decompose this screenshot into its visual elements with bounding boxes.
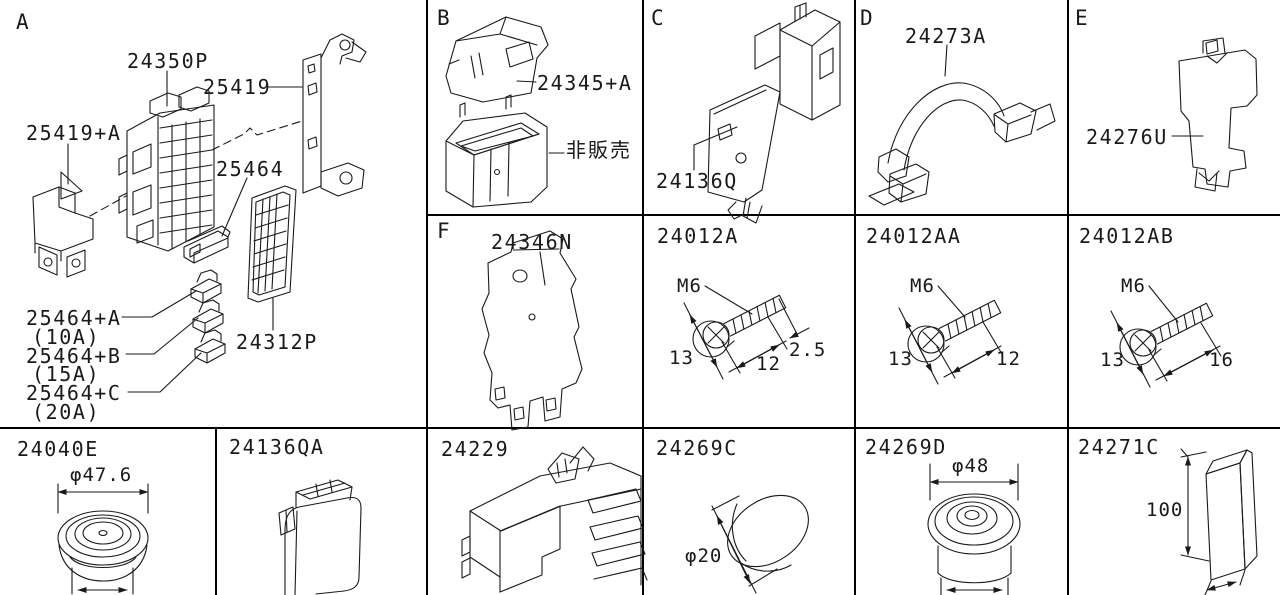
thread-size-label: M6 (910, 275, 935, 297)
part-label-24136qa[interactable]: 24136QA (229, 435, 325, 459)
bolt-24012aa-drawing (899, 286, 1002, 384)
amp-label-20a: (20A) (32, 400, 101, 424)
pad-24271c-drawing (1181, 449, 1257, 595)
part-label-24229[interactable]: 24229 (441, 437, 510, 461)
part-label-24271c[interactable]: 24271C (1078, 435, 1160, 459)
not-sold-label: 非販売 (566, 138, 632, 162)
bracket-25419-drawing (303, 34, 366, 196)
bracket-24229-drawing (462, 447, 647, 592)
part-label-24012ab[interactable]: 24012AB (1079, 224, 1175, 248)
section-c-drawing (694, 3, 840, 223)
part-label-25464[interactable]: 25464 (216, 157, 285, 181)
part-label-25464c[interactable]: 25464+C (26, 381, 122, 405)
section-label-a: A (16, 10, 30, 34)
part-label-25464a[interactable]: 25464+A (26, 306, 122, 330)
thread-size-label: M6 (1121, 275, 1146, 297)
section-label-c: C (651, 6, 665, 30)
part-label-24350p[interactable]: 24350P (127, 49, 209, 73)
part-label-24012aa[interactable]: 24012AA (866, 224, 962, 248)
section-label-d: D (860, 6, 874, 30)
dim-label-length: 12 (996, 348, 1021, 370)
fuse-cover-drawing (248, 186, 296, 302)
dim-label-diameter: φ48 (952, 455, 990, 477)
part-label-24345a[interactable]: 24345+A (537, 71, 633, 95)
thread-size-label: M6 (677, 275, 702, 297)
part-label-24269c[interactable]: 24269C (656, 436, 738, 460)
assembly-dashed-lines (90, 121, 302, 216)
section-label-e: E (1075, 6, 1089, 30)
dim-label-head: 13 (888, 348, 913, 370)
dim-label-head: 13 (1100, 349, 1125, 371)
cover-24136qa-drawing (279, 480, 361, 595)
section-e-drawing (1172, 38, 1257, 191)
part-label-24276u[interactable]: 24276U (1086, 125, 1168, 149)
dim-label-length: 12 (756, 353, 781, 375)
part-label-24273a[interactable]: 24273A (905, 24, 987, 48)
section-label-b: B (437, 6, 451, 30)
section-d-drawing (869, 45, 1055, 205)
grommet-24269d-drawing (928, 464, 1020, 595)
fuse-box-drawing (119, 87, 214, 251)
amp-label-10a: (10A) (32, 325, 101, 349)
bolt-24012ab-drawing (1111, 286, 1221, 387)
section-f-drawing (482, 231, 582, 430)
mini-fuse-10a (190, 269, 222, 304)
part-label-24040e[interactable]: 24040E (17, 437, 99, 461)
section-a-drawing (33, 34, 366, 392)
cap-24269c-drawing (712, 481, 822, 593)
section-b-drawing (446, 17, 564, 207)
dim-label-diameter: φ47.6 (70, 464, 133, 486)
dim-label-diameter: φ20 (685, 545, 723, 567)
part-label-25419a[interactable]: 25419+A (26, 121, 122, 145)
part-label-25464b[interactable]: 25464+B (26, 344, 122, 368)
mini-fuse-15a (192, 299, 224, 334)
part-label-24269d[interactable]: 24269D (865, 435, 947, 459)
part-label-25419[interactable]: 25419 (203, 75, 272, 99)
part-label-24136q[interactable]: 24136Q (656, 169, 738, 193)
bracket-25419a-drawing (33, 172, 93, 277)
amp-label-15a: (15A) (32, 362, 101, 386)
dim-label-height: 100 (1146, 499, 1184, 521)
part-label-24346n[interactable]: 24346N (491, 230, 573, 254)
section-a-leaders (68, 71, 302, 392)
fuse-25464-drawing (184, 226, 230, 263)
mini-fuse-20a (194, 329, 226, 364)
part-label-24312p[interactable]: 24312P (236, 330, 318, 354)
dim-label-head: 13 (669, 347, 694, 369)
dim-label-length: 16 (1209, 349, 1234, 371)
dim-label-tip: 2.5 (789, 339, 827, 361)
bolt-24012a-drawing (684, 286, 809, 379)
section-label-f: F (437, 219, 451, 243)
part-label-24012a[interactable]: 24012A (657, 224, 739, 248)
grommet-24040e-drawing (58, 484, 148, 594)
